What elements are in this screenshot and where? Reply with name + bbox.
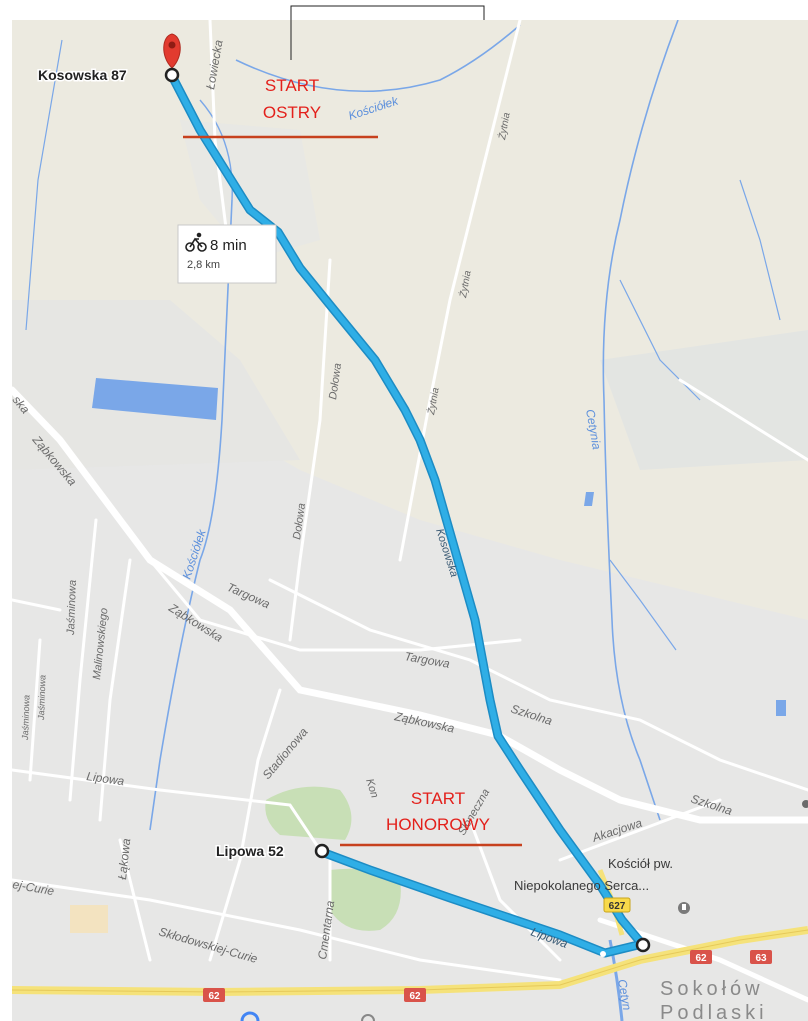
street-label-lipowa: Lipowa (86, 769, 126, 788)
street-network (8, 18, 808, 1003)
park (330, 868, 401, 931)
stream-branch (619, 279, 701, 401)
road-shield-62-label: 62 (695, 953, 707, 964)
annotation-start-ostry: START (265, 76, 319, 95)
street-label-lakowa: Łąkowa (115, 837, 133, 880)
route-vertex-icon (600, 951, 606, 957)
stream-kosciolek-south (149, 199, 233, 831)
poi-icon-edge (802, 800, 808, 808)
road-shield-62 (203, 988, 225, 1002)
street-label-dolowa: Dołowa (291, 502, 308, 540)
annotation-start-honorowy-2: HONOROWY (386, 815, 490, 834)
urban-area-east (600, 330, 808, 470)
lake (92, 378, 218, 420)
map-canvas[interactable]: Łowiecka Kościółek Żytnia Żytnia Żytnia … (8, 18, 808, 1021)
stream-west (25, 39, 63, 331)
town-name-2: Podlaski (660, 1002, 768, 1021)
street-label-dolowa: Dołowa (327, 362, 344, 400)
stream-cetynia (602, 19, 679, 821)
town-name: Sokołów (660, 978, 764, 1000)
sand-area (70, 905, 108, 933)
start-pin-icon[interactable] (163, 33, 181, 69)
bicycle-icon (185, 232, 207, 252)
stream-branch (609, 559, 677, 651)
street-label-zytnia: Żytnia (457, 269, 474, 299)
map[interactable]: Łowiecka Kościółek Żytnia Żytnia Żytnia … (8, 18, 808, 1021)
pond (776, 700, 786, 716)
road-shield-62-label: 62 (208, 991, 220, 1002)
annotation-start-ostry-2: OSTRY (263, 103, 321, 122)
route-duration: 8 min (210, 237, 247, 254)
road-shield-62 (690, 950, 712, 964)
route-distance: 2,8 km (187, 259, 220, 271)
start-waypoint-icon[interactable] (164, 67, 180, 83)
start-waypoint-label[interactable]: Kosowska 87 (37, 66, 129, 85)
route-info-card-bg[interactable] (177, 224, 277, 284)
street-label-jasminowa: Jaśminowa (36, 675, 48, 721)
road-shield-63-label: 63 (755, 953, 767, 964)
annotation-start-honorowy: START (411, 789, 465, 808)
turn-waypoint-icon[interactable] (635, 937, 651, 953)
pond (584, 492, 594, 506)
road-shield-62 (404, 988, 426, 1002)
road-shields: 627 62 62 62 63 (203, 897, 772, 1002)
street-label-jasminowa: Jaśminowa (20, 695, 32, 741)
end-waypoint-icon[interactable] (314, 843, 330, 859)
church-icon[interactable] (678, 902, 690, 914)
street-label-zytnia: Żytnia (425, 386, 442, 416)
road-shield-627-label: 627 (609, 901, 626, 912)
route-line[interactable] (169, 73, 645, 956)
map-control-icon[interactable] (240, 1011, 260, 1021)
street-label-jasminowa: Jaśminowa (65, 580, 79, 636)
street-label-zytnia: Żytnia (496, 111, 513, 141)
park (265, 786, 352, 840)
street-label-konopnickiej: Kon (363, 777, 380, 799)
end-waypoint-label[interactable]: Lipowa 52 (215, 842, 286, 861)
urban-area (12, 380, 808, 1021)
street-label-cetynia-bottom: Cetyn (615, 978, 634, 1012)
poi-church-name[interactable]: Kościół pw. (608, 856, 673, 871)
road-shield-63 (750, 950, 772, 964)
stream-east (739, 179, 781, 321)
poi-church-name-2[interactable]: Niepokolanego Serca... (514, 878, 649, 893)
road-shield-627 (603, 897, 631, 913)
road-shield-62-label: 62 (409, 991, 421, 1002)
route-info-card[interactable]: 8 min 2,8 km (177, 224, 277, 284)
stream-kosciolek (235, 24, 521, 92)
map-control-icon[interactable] (361, 1014, 375, 1021)
